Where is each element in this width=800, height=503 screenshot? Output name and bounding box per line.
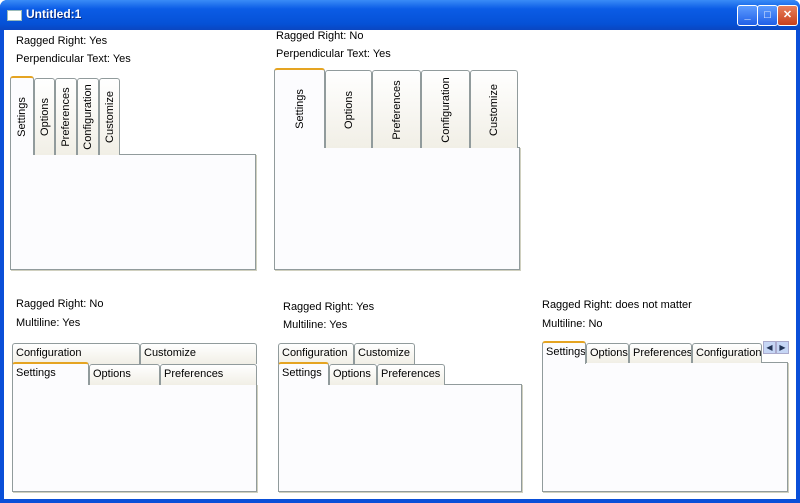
tab-label: Options [38, 98, 51, 136]
tab-preferences[interactable]: Preferences [55, 78, 77, 155]
tab-label: Preferences [633, 347, 692, 359]
title-bar[interactable]: Untitled:1 _ □ ✕ [0, 0, 800, 30]
tab-customize[interactable]: Customize [470, 70, 518, 148]
tab-preferences[interactable]: Preferences [377, 364, 445, 385]
tab-label: Options [342, 90, 355, 129]
option-label-secondary: Multiline: No [542, 318, 603, 330]
tab-label: Options [590, 347, 628, 359]
tab-label: Configuration [82, 84, 94, 150]
scroll-left-button[interactable]: ◀ [763, 341, 776, 354]
close-button[interactable]: ✕ [777, 5, 798, 26]
tab-preferences[interactable]: Preferences [629, 343, 692, 363]
tab-label: Settings [293, 89, 306, 129]
maximize-button[interactable]: □ [757, 5, 778, 26]
tab-preferences[interactable]: Preferences [160, 364, 257, 385]
tab-settings[interactable]: Settings [278, 362, 329, 385]
scroll-right-button[interactable]: ▶ [776, 341, 789, 354]
tab-content-pane [278, 384, 522, 492]
tab-label: Settings [546, 346, 586, 358]
option-label-secondary: Multiline: Yes [283, 319, 348, 331]
tab-settings[interactable]: Settings [10, 76, 34, 155]
tab-configuration[interactable]: Configuration [278, 343, 354, 364]
tab-customize[interactable]: Customize [354, 343, 415, 364]
tab-options[interactable]: Options [34, 78, 55, 155]
tab-label: Preferences [164, 368, 224, 380]
tab-label: Customize [144, 347, 196, 359]
option-label-secondary: Multiline: Yes [16, 317, 81, 329]
tab-label: Customize [103, 91, 116, 143]
option-label-ragged-right: Ragged Right: Yes [283, 301, 375, 313]
tab-options[interactable]: Options [89, 364, 160, 385]
tab-content-pane [12, 384, 257, 492]
tab-configuration[interactable]: Configuration [12, 343, 140, 364]
minimize-button[interactable]: _ [737, 5, 758, 26]
tab-configuration[interactable]: Configuration [421, 70, 470, 148]
option-label-ragged-right: Ragged Right: Yes [16, 35, 108, 47]
tab-content-pane [10, 154, 256, 270]
tab-label: Settings [16, 96, 28, 137]
tab-label: Configuration [439, 76, 452, 143]
tab-options[interactable]: Options [325, 70, 372, 148]
tab-content-pane [542, 362, 788, 492]
tab-label: Configuration [16, 347, 82, 359]
tab-configuration[interactable]: Configuration [77, 78, 99, 155]
tab-label: Customize [358, 347, 410, 359]
tab-customize[interactable]: Customize [99, 78, 120, 155]
tab-label: Settings [16, 367, 56, 379]
option-label-ragged-right: Ragged Right: does not matter [542, 299, 692, 311]
option-label-secondary: Perpendicular Text: Yes [16, 53, 131, 65]
tab-label: Preferences [381, 368, 441, 380]
tab-configuration[interactable]: Configuration [692, 343, 762, 363]
tab-label: Customize [488, 83, 500, 136]
app-icon [7, 10, 22, 21]
tab-label: Options [333, 368, 371, 380]
tab-settings[interactable]: Settings [274, 68, 325, 148]
tab-label: Options [93, 368, 131, 380]
tab-preferences[interactable]: Preferences [372, 70, 421, 148]
tab-label: Preferences [390, 79, 403, 140]
tab-options[interactable]: Options [586, 343, 629, 363]
tab-settings[interactable]: Settings [542, 341, 586, 364]
tab-settings[interactable]: Settings [12, 362, 89, 385]
tab-customize[interactable]: Customize [140, 343, 257, 364]
option-label-ragged-right: Ragged Right: No [16, 298, 104, 310]
window-title: Untitled:1 [26, 7, 82, 21]
option-label-secondary: Perpendicular Text: Yes [276, 48, 391, 60]
tab-content-pane [274, 147, 520, 270]
tab-label: Preferences [60, 87, 72, 147]
tab-options[interactable]: Options [329, 364, 377, 385]
tab-label: Configuration [696, 347, 762, 359]
tab-label: Configuration [282, 347, 348, 359]
option-label-ragged-right: Ragged Right: No [276, 30, 364, 42]
tab-label: Settings [282, 367, 322, 379]
